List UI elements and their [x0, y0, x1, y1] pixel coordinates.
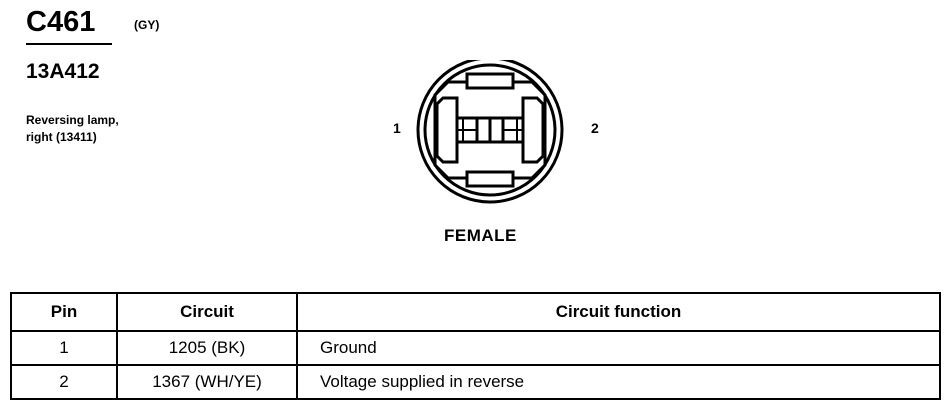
connector-bottom-latch: [465, 170, 515, 188]
cell-circuit: 1205 (BK): [116, 330, 298, 366]
pin-1-cavity: [435, 96, 459, 164]
description-line-1: Reversing lamp,: [26, 113, 119, 127]
cell-circuit-function: Ground: [296, 330, 941, 366]
table-header-row: Pin Circuit Circuit function: [10, 292, 941, 332]
connector-inner-ring: [423, 63, 557, 197]
connector-color-code: (GY): [134, 18, 160, 32]
connector-gender-label: FEMALE: [444, 226, 517, 245]
header-circuit: Circuit: [116, 292, 298, 332]
table-row: 1 1205 (BK) Ground: [10, 330, 941, 366]
cell-pin: 1: [10, 330, 118, 366]
connector-top-latch: [465, 72, 515, 90]
pin-1-label: 1: [393, 120, 401, 136]
connector-face-diagram: [416, 60, 564, 204]
description-line-2: right (13411): [26, 130, 97, 144]
connector-housing: [433, 80, 547, 180]
pin-circuit-table: Pin Circuit Circuit function 1 1205 (BK)…: [10, 292, 941, 400]
connector-id: C461: [26, 6, 96, 38]
connector-id-underline: [26, 43, 112, 45]
cell-circuit-function: Voltage supplied in reverse: [296, 364, 941, 400]
pin-2-cavity: [521, 96, 545, 164]
connector-outer-ring: [416, 60, 564, 204]
pin-2-label: 2: [591, 120, 599, 136]
header-pin: Pin: [10, 292, 118, 332]
table-row: 2 1367 (WH/YE) Voltage supplied in rever…: [10, 364, 941, 400]
cell-pin: 2: [10, 364, 118, 400]
connector-description: Reversing lamp, right (13411): [26, 112, 196, 146]
cell-circuit: 1367 (WH/YE): [116, 364, 298, 400]
part-number: 13A412: [26, 60, 100, 83]
header-circuit-function: Circuit function: [296, 292, 941, 332]
